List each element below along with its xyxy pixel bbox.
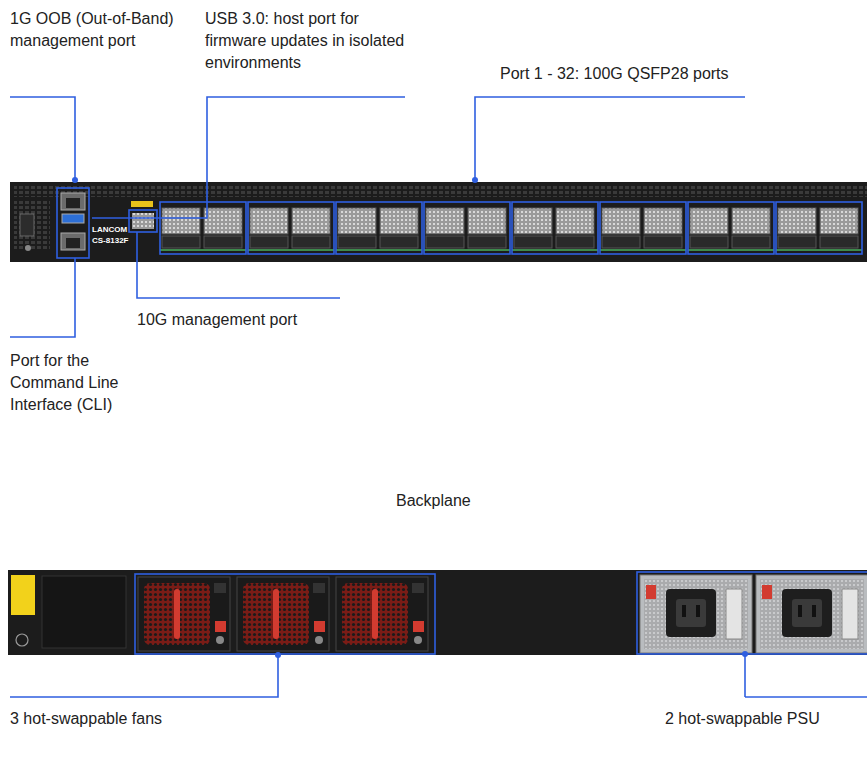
leader-lines bbox=[10, 97, 867, 697]
model-number: CS-8132F bbox=[92, 236, 128, 246]
callout-label: Port 1 - 32: 100G QSFP28 ports bbox=[500, 63, 840, 85]
callout-label: 2 hot-swappable PSU bbox=[665, 708, 860, 730]
device-brand: LANCOM bbox=[92, 225, 127, 235]
callout-label: 1G OOB (Out-of-Band) management port bbox=[10, 8, 180, 52]
callout-label: 3 hot-swappable fans bbox=[10, 708, 270, 730]
callout-label: 10G management port bbox=[137, 309, 357, 331]
section-heading: Backplane bbox=[396, 490, 471, 512]
callout-label: USB 3.0: host port for firmware updates … bbox=[205, 8, 410, 74]
callout-label: Port for the Command Line Interface (CLI… bbox=[10, 350, 140, 416]
leader-dots bbox=[72, 177, 748, 658]
